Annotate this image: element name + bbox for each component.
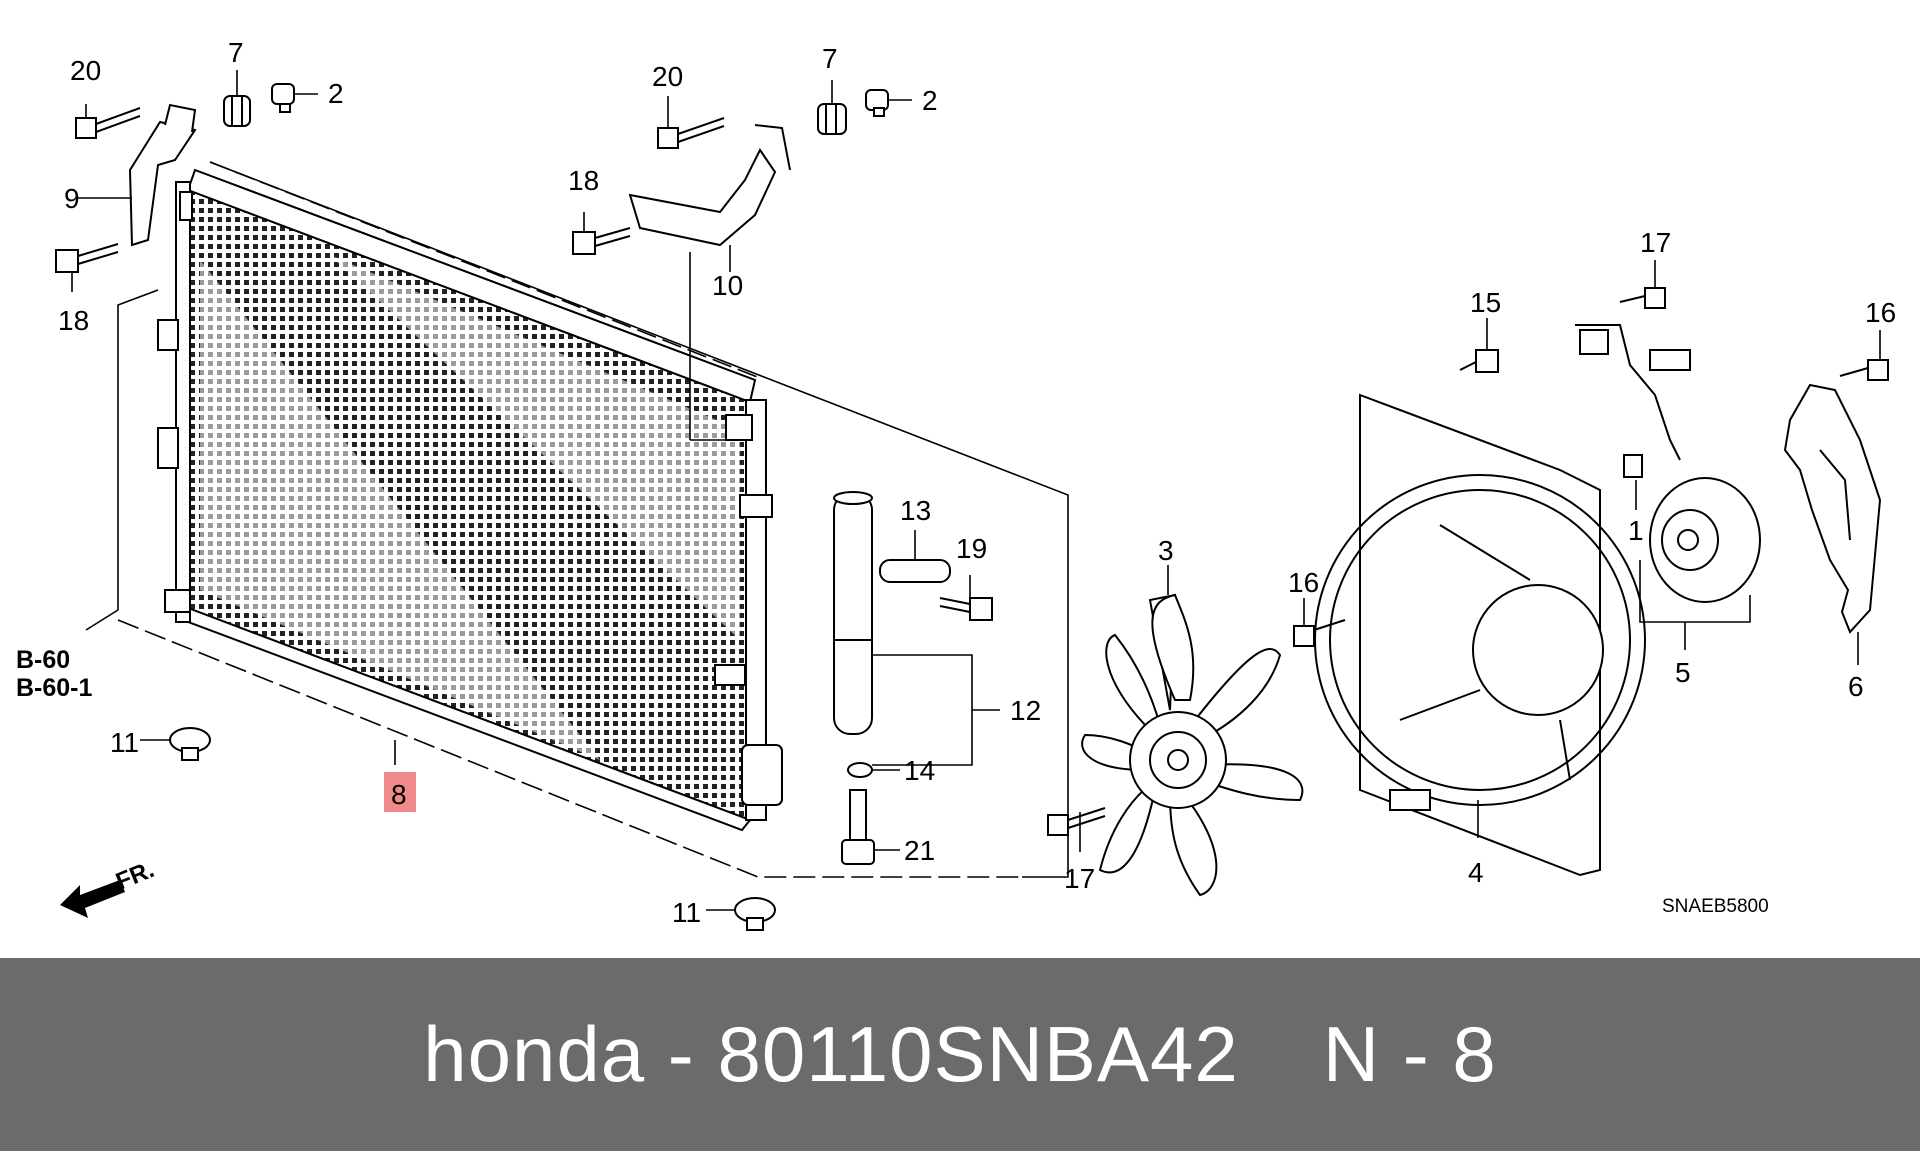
label-20b: 20 [652, 61, 683, 92]
label-1: 1 [1628, 515, 1644, 546]
brand-name: honda [423, 1010, 646, 1098]
highlight-part-8 [384, 772, 416, 812]
bolt-18a-icon [55, 243, 119, 273]
bushing-2b-icon [865, 89, 889, 117]
label-15: 15 [1470, 287, 1501, 318]
label-16b: 16 [1865, 297, 1896, 328]
ref-b60-1: B-60-1 [16, 674, 93, 702]
fan-blade [1081, 593, 1304, 897]
bracket-left [128, 103, 197, 247]
fan-motor [1575, 324, 1761, 603]
label-6: 6 [1848, 671, 1864, 702]
fan-shroud [1314, 393, 1646, 877]
bolt-18b-icon [572, 227, 631, 255]
label-11b: 11 [672, 897, 701, 928]
leader-lines [71, 70, 1881, 911]
part-number: 80110SNBA42 [717, 1010, 1239, 1098]
cushion-11b-icon [734, 897, 776, 931]
label-12: 12 [1010, 695, 1041, 726]
front-arrow-icon: FR. [60, 856, 158, 918]
caption-text: honda - 80110SNBA42 N - 8 [423, 1009, 1497, 1100]
o-ring-14-icon [847, 762, 873, 778]
label-13: 13 [900, 495, 931, 526]
label-4: 4 [1468, 857, 1484, 888]
ref-b60: B-60 [16, 646, 70, 674]
label-3: 3 [1158, 535, 1174, 566]
fr-label: FR. [112, 856, 158, 896]
label-17a: 17 [1640, 227, 1671, 258]
bracket-right [628, 124, 791, 247]
diagram-code: SNAEB5800 [1662, 896, 1769, 917]
bushing-2a-icon [271, 83, 295, 113]
diagram-position: N - 8 [1322, 1010, 1497, 1098]
caption-separator: - [667, 1010, 695, 1098]
label-9: 9 [64, 183, 80, 214]
label-2b: 2 [922, 85, 938, 116]
label-21: 21 [904, 835, 935, 866]
bolt-19-icon [939, 597, 993, 621]
bolt-21-icon [841, 789, 875, 865]
bolt-20a-icon [75, 107, 141, 139]
label-7b: 7 [822, 43, 838, 74]
cushion-11a-icon [169, 727, 211, 761]
caption-bar: honda - 80110SNBA42 N - 8 [0, 958, 1920, 1151]
bolt-16a-icon [1293, 619, 1346, 647]
label-17b: 17 [1064, 863, 1095, 894]
grommet-7b-icon [817, 103, 847, 135]
label-11a: 11 [110, 727, 139, 758]
bolt-16b-icon [1839, 359, 1889, 381]
label-10: 10 [712, 270, 743, 301]
label-8: 8 [391, 779, 407, 810]
bolt-20b-icon [657, 117, 725, 149]
grommet-7a-icon [223, 95, 251, 127]
bolt-17a-icon [1619, 287, 1666, 309]
bolt-15-icon [1459, 349, 1499, 373]
label-7a: 7 [228, 37, 244, 68]
bolt-17b-icon [1047, 807, 1106, 836]
label-18b: 18 [568, 165, 599, 196]
clip-1-icon [1623, 454, 1643, 478]
assembly-outline [117, 161, 1069, 878]
condenser [157, 168, 783, 832]
label-14: 14 [904, 755, 935, 786]
label-16a: 16 [1288, 567, 1319, 598]
label-20a: 20 [70, 55, 101, 86]
diagram-canvas: FR. 20 7 2 9 18 20 7 2 18 10 13 19 12 14… [16, 37, 1896, 931]
parts-diagram: FR. 20 7 2 9 18 20 7 2 18 10 13 19 12 14… [16, 37, 1897, 931]
label-18a: 18 [58, 305, 89, 336]
part-labels: 20 7 2 9 18 20 7 2 18 10 13 19 12 14 21 … [58, 37, 1896, 928]
label-2a: 2 [328, 78, 344, 109]
label-19: 19 [956, 533, 987, 564]
label-5: 5 [1675, 657, 1691, 688]
receiver-dryer [833, 491, 951, 735]
shroud-cover [1783, 383, 1882, 634]
